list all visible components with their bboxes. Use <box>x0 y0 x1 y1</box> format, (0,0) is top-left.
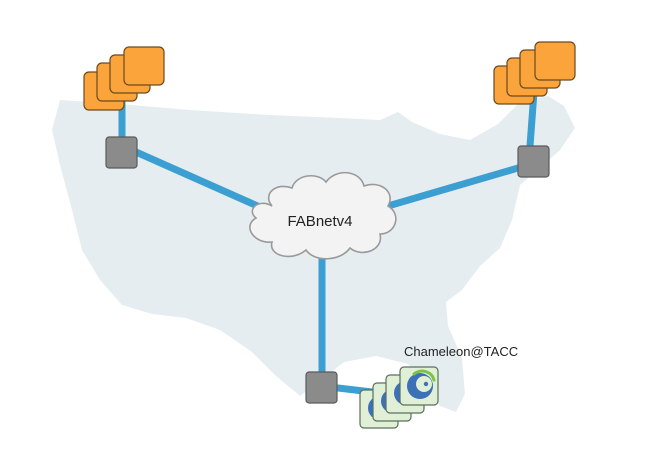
cloud-icon: FABnetv4 <box>249 171 397 260</box>
network-label: FABnetv4 <box>287 213 352 230</box>
site-label: Chameleon@TACC <box>404 344 518 359</box>
west-server-stack-icon <box>83 46 165 111</box>
link-west-switch-to-cloud <box>132 148 266 212</box>
west-switch-icon <box>105 136 138 169</box>
east-switch-icon <box>517 145 550 178</box>
south-switch-icon <box>305 371 338 404</box>
chameleon-server-stack-icon <box>359 366 439 429</box>
east-server-stack-icon <box>493 41 576 105</box>
chameleon-logo-icon <box>399 366 439 406</box>
link-east-switch-to-cloud <box>384 164 522 210</box>
